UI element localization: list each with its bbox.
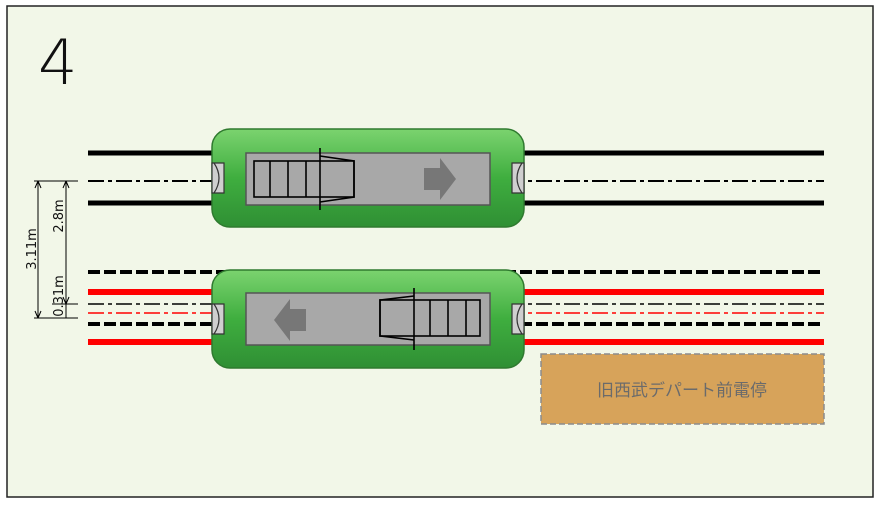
rear-coupler bbox=[511, 303, 525, 335]
front-coupler bbox=[211, 303, 225, 335]
tram-stop-platform bbox=[540, 353, 825, 425]
dimension-spacing-label: 2.8m bbox=[52, 199, 67, 232]
tram-lower bbox=[211, 269, 525, 369]
pantograph bbox=[379, 288, 481, 350]
tram-stop-label: 旧西武デパート前電停 bbox=[597, 380, 767, 401]
rear-coupler bbox=[511, 162, 525, 194]
front-coupler bbox=[211, 162, 225, 194]
dimension-lines bbox=[34, 180, 78, 319]
dimension-offset-label: 0.31m bbox=[52, 275, 67, 317]
right-arrow-icon bbox=[424, 158, 456, 200]
dimension-total-label: 3.11m bbox=[25, 228, 40, 270]
left-arrow-icon bbox=[274, 299, 306, 341]
tram-upper bbox=[211, 128, 525, 228]
pantograph bbox=[253, 148, 355, 210]
figure-number: 4 bbox=[38, 26, 77, 99]
